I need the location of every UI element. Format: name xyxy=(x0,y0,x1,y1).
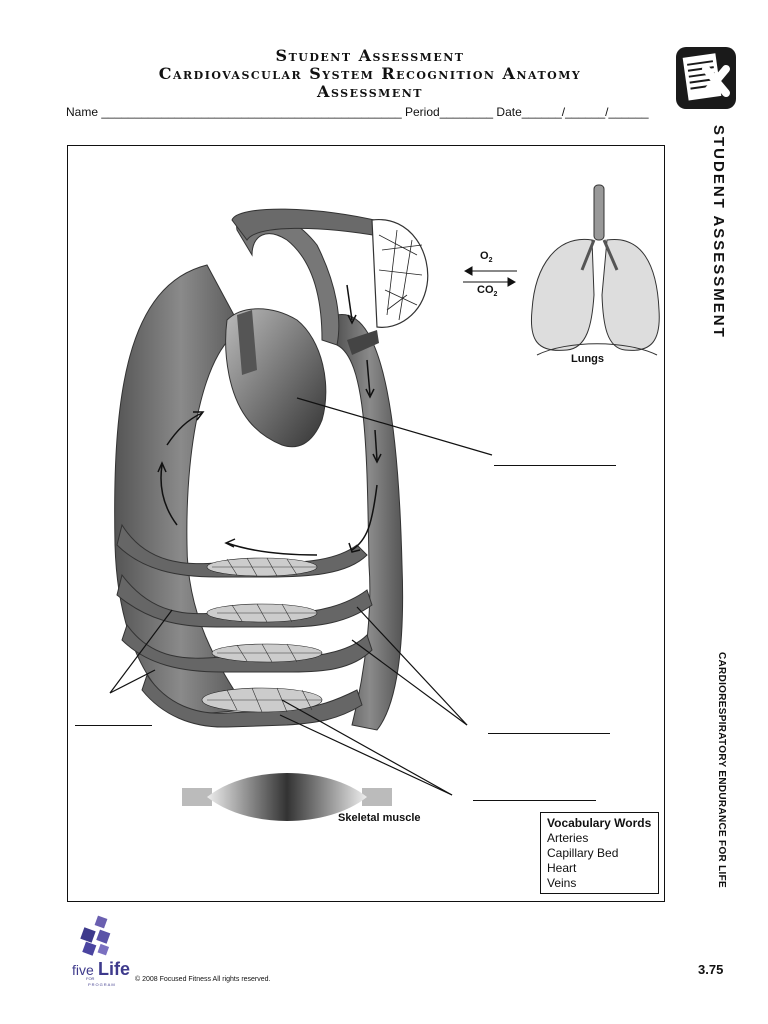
skeletal-muscle-drawing xyxy=(182,773,392,821)
answer-blank-right-vessels[interactable] xyxy=(488,733,610,734)
svg-text:FOR: FOR xyxy=(86,976,95,981)
skeletal-muscle-label: Skeletal muscle xyxy=(338,812,421,824)
circulatory-diagram xyxy=(109,184,660,821)
lungs-drawing xyxy=(530,184,660,356)
co2-label: CO2 xyxy=(477,284,498,299)
page-title-line-3: Assessment xyxy=(317,82,423,101)
flow-arrows xyxy=(157,284,382,556)
o2-label: O2 xyxy=(480,250,493,265)
vocabulary-word: Veins xyxy=(547,876,577,890)
lungs-label: Lungs xyxy=(571,353,604,365)
diagram-frame xyxy=(67,145,665,902)
vocabulary-box: Vocabulary Words Arteries Capillary Bed … xyxy=(540,812,659,894)
vocabulary-heading: Vocabulary Words xyxy=(547,816,652,830)
svg-text:PROGRAM: PROGRAM xyxy=(88,982,116,987)
side-tab-label: STUDENT ASSESSMENT xyxy=(710,125,727,339)
gas-exchange-arrows xyxy=(463,266,517,287)
vocabulary-word: Heart xyxy=(547,861,577,875)
page-number: 3.75 xyxy=(698,962,724,977)
fivelife-logo: five Life FOR PROGRAM xyxy=(72,915,130,987)
vocabulary-word: Arteries xyxy=(547,831,589,845)
svg-text:Life: Life xyxy=(98,959,130,979)
heart-drawing xyxy=(225,308,327,448)
svg-text:five: five xyxy=(72,962,94,978)
lung-capillary xyxy=(347,219,429,355)
name-period-date-line: Name ___________________________________… xyxy=(66,105,649,119)
vocabulary-word: Capillary Bed xyxy=(547,846,619,860)
clipboard-x-icon xyxy=(676,47,736,109)
side-footer-label: CARDIORESPIRATORY ENDURANCE FOR LIFE xyxy=(716,652,727,888)
answer-blank-heart[interactable] xyxy=(494,465,616,466)
leader-lines xyxy=(109,397,493,796)
page-title-line-2: Cardiovascular System Recognition Anatom… xyxy=(158,64,582,83)
answer-blank-capillary[interactable] xyxy=(473,800,596,801)
capillary-beds xyxy=(201,557,323,713)
answer-blank-left-vessels[interactable] xyxy=(75,725,152,726)
copyright-text: © 2008 Focused Fitness All rights reserv… xyxy=(135,976,271,983)
page-title-line-1: Student Assessment xyxy=(275,46,465,65)
